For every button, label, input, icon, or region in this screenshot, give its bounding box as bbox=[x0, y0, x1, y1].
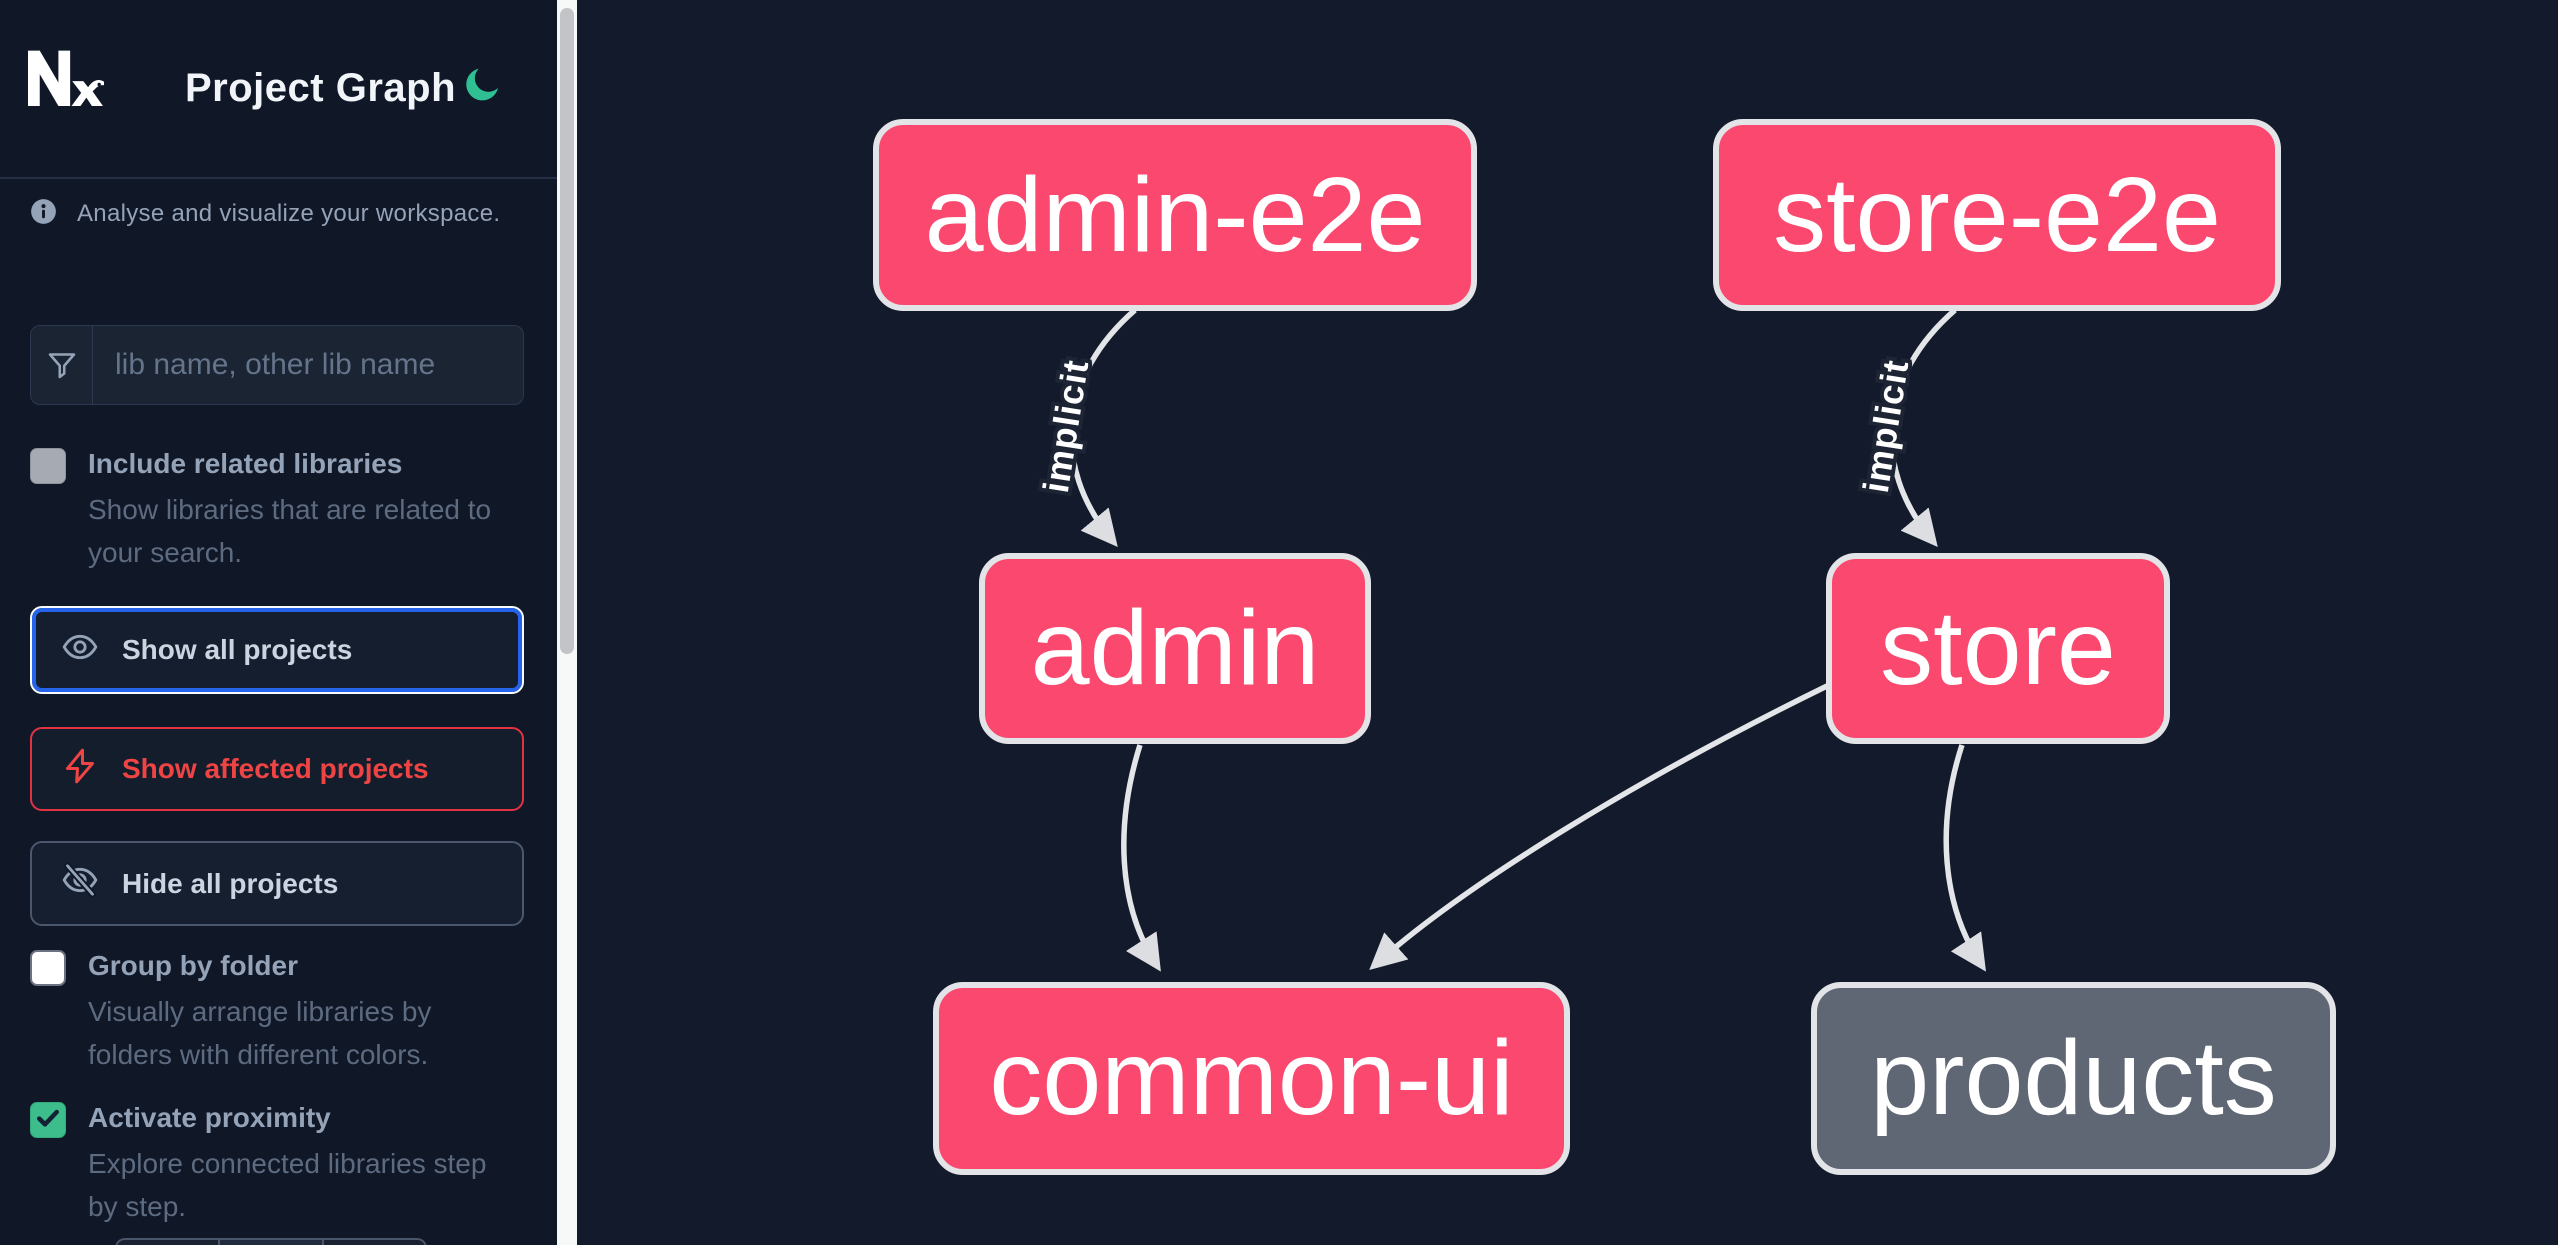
include-related-label: Include related libraries bbox=[88, 448, 403, 479]
group-by-folder-label: Group by folder bbox=[88, 950, 298, 981]
edge-store-e2e-to-store bbox=[1888, 307, 1957, 547]
filter-funnel-icon bbox=[31, 326, 93, 404]
moon-icon bbox=[462, 68, 504, 108]
hide-all-projects-label: Hide all projects bbox=[122, 867, 339, 899]
stepper-increment[interactable] bbox=[323, 1240, 425, 1245]
stepper-value bbox=[218, 1240, 324, 1245]
search-input[interactable] bbox=[93, 326, 523, 404]
node-label: store bbox=[1880, 589, 2116, 707]
dark-mode-toggle[interactable] bbox=[460, 62, 506, 108]
activate-proximity-toggle: Activate proximity Explore connected lib… bbox=[30, 1100, 500, 1228]
check-icon bbox=[33, 1103, 63, 1138]
stepper-decrement[interactable] bbox=[117, 1240, 219, 1245]
edge-admin-to-common-ui bbox=[1121, 744, 1161, 972]
graph-node-common-ui[interactable]: common-ui bbox=[933, 982, 1570, 1175]
proximity-depth-stepper[interactable] bbox=[115, 1238, 427, 1245]
graph-node-admin[interactable]: admin bbox=[979, 553, 1371, 744]
node-label: admin bbox=[1030, 589, 1320, 707]
bolt-icon bbox=[60, 746, 100, 793]
page-title: Project Graph bbox=[185, 66, 457, 110]
graph-node-store-e2e[interactable]: store-e2e bbox=[1713, 119, 2281, 311]
activate-proximity-checkbox[interactable] bbox=[30, 1102, 66, 1138]
node-label: common-ui bbox=[989, 1019, 1514, 1137]
sidebar-scrollbar[interactable] bbox=[557, 0, 577, 1245]
group-by-folder-checkbox[interactable] bbox=[30, 950, 66, 986]
header-divider bbox=[0, 177, 557, 179]
edge-label-implicit: implicit bbox=[1855, 357, 1916, 496]
edge-store-to-common-ui bbox=[1369, 683, 1829, 971]
info-icon bbox=[30, 198, 57, 230]
group-by-folder-description: Visually arrange libraries by folders wi… bbox=[88, 996, 432, 1070]
info-text: Analyse and visualize your workspace. bbox=[77, 200, 501, 227]
node-label: products bbox=[1870, 1019, 2277, 1137]
graph-canvas[interactable]: implicit implicit admin-e2e store-e2e ad… bbox=[577, 0, 2558, 1245]
edge-admin-e2e-to-admin bbox=[1068, 307, 1137, 547]
scrollbar-thumb[interactable] bbox=[560, 8, 574, 654]
group-by-folder-toggle: Group by folder Visually arrange librari… bbox=[30, 948, 500, 1076]
activate-proximity-label: Activate proximity bbox=[88, 1102, 331, 1133]
activate-proximity-description: Explore connected libraries step by step… bbox=[88, 1148, 487, 1222]
workspace-info: Analyse and visualize your workspace. bbox=[30, 198, 500, 230]
graph-node-admin-e2e[interactable]: admin-e2e bbox=[873, 119, 1477, 311]
nx-logo bbox=[28, 44, 108, 114]
edge-label-implicit: implicit bbox=[1035, 357, 1096, 496]
node-label: admin-e2e bbox=[924, 155, 1426, 274]
include-related-toggle: Include related libraries Show libraries… bbox=[30, 446, 500, 574]
include-related-description: Show libraries that are related to your … bbox=[88, 494, 492, 568]
include-related-checkbox[interactable] bbox=[30, 448, 66, 484]
hide-all-projects-button[interactable]: Hide all projects bbox=[30, 841, 524, 926]
search-box bbox=[30, 325, 524, 405]
eye-off-icon bbox=[60, 860, 100, 907]
edge-store-to-products bbox=[1943, 744, 1987, 972]
sidebar: Project Graph Analyse and visualize your… bbox=[0, 0, 557, 1245]
node-label: store-e2e bbox=[1773, 155, 2221, 274]
show-affected-projects-label: Show affected projects bbox=[122, 753, 429, 784]
graph-node-store[interactable]: store bbox=[1826, 553, 2170, 744]
graph-node-products[interactable]: products bbox=[1811, 982, 2336, 1175]
show-affected-projects-button[interactable]: Show affected projects bbox=[30, 727, 524, 811]
eye-icon bbox=[60, 627, 100, 674]
show-all-projects-label: Show all projects bbox=[122, 634, 353, 665]
show-all-projects-button[interactable]: Show all projects bbox=[30, 606, 524, 694]
